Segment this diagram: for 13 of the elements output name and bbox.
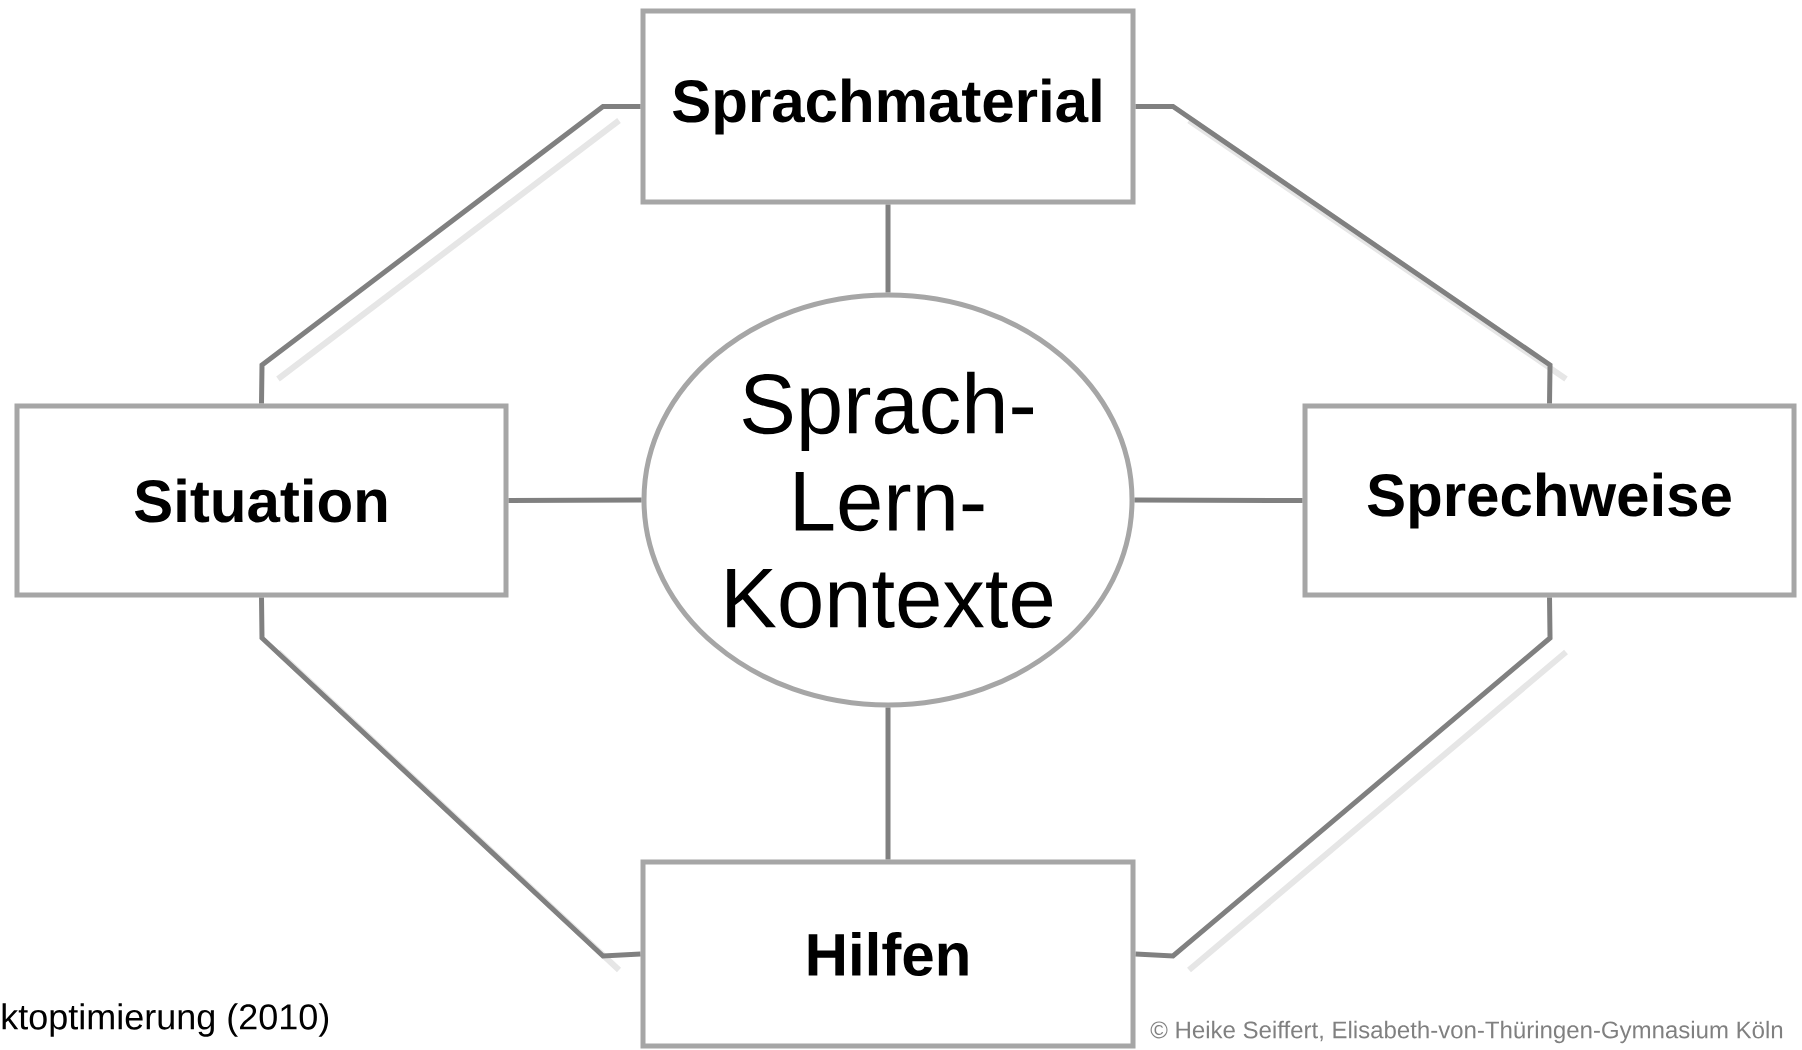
- connector-line: [1135, 104, 1553, 404]
- concept-box: Sprachmaterial: [640, 8, 1136, 205]
- connector-line: [1135, 597, 1553, 959]
- concept-box: Situation: [14, 403, 509, 598]
- connector-line: [885, 204, 891, 293]
- connector-line: [508, 497, 642, 503]
- connector-line: [259, 104, 641, 404]
- connector-line: [1134, 497, 1303, 503]
- connector-line: [885, 707, 891, 860]
- concept-box: Sprechweise: [1302, 403, 1797, 598]
- footnote-text: ktoptimierung (2010): [2, 1003, 329, 1037]
- connector-line: [259, 597, 641, 959]
- concept-box: Hilfen: [640, 859, 1136, 1049]
